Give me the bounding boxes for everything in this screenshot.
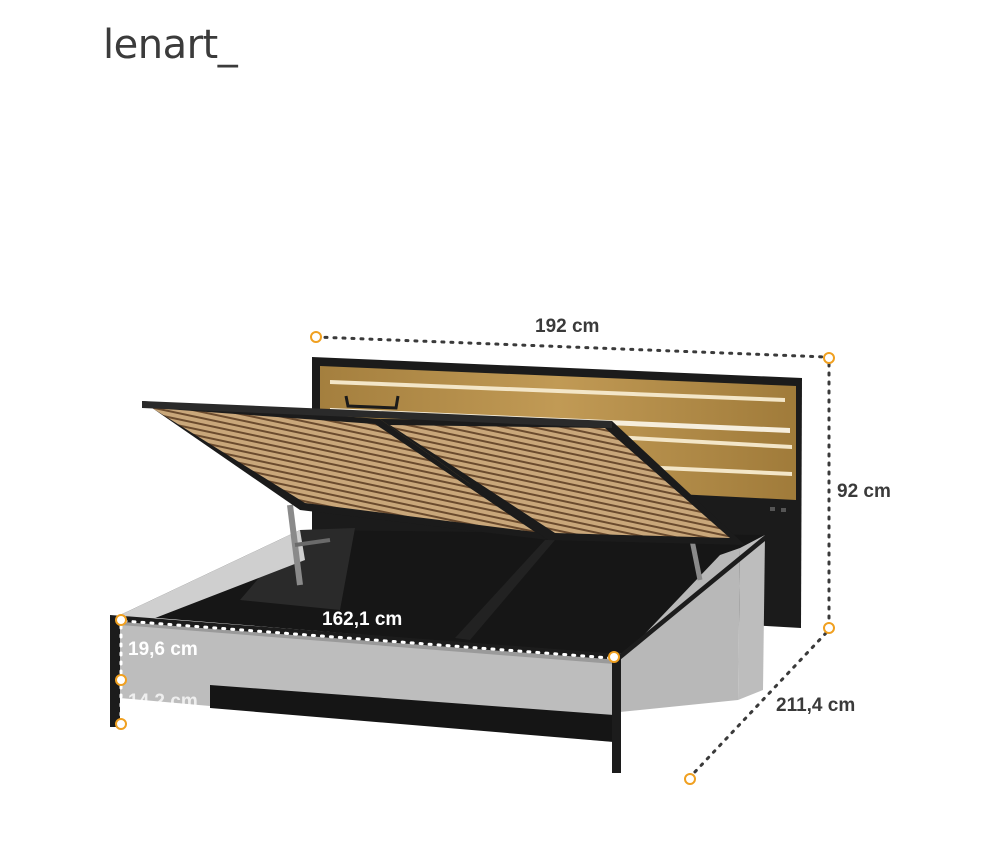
length-line	[690, 631, 828, 777]
clearance-label: 14,2 cm	[128, 691, 198, 712]
marker	[608, 651, 620, 663]
width-label: 192 cm	[535, 316, 600, 337]
inner-dimension-lines	[119, 619, 612, 720]
storage-box	[110, 528, 765, 773]
marker	[115, 614, 127, 626]
marker	[684, 773, 696, 785]
dimension-lines	[314, 335, 831, 777]
brand-suffix: _	[217, 22, 238, 68]
height-label: 92 cm	[837, 481, 891, 502]
marker	[823, 352, 835, 364]
marker	[115, 674, 127, 686]
inner-width-label: 162,1 cm	[322, 609, 403, 630]
length-label: 211,4 cm	[776, 695, 856, 716]
width-line	[314, 335, 828, 359]
frame-height-label: 19,6 cm	[128, 639, 198, 660]
marker	[115, 718, 127, 730]
inner-width-line	[122, 619, 612, 660]
brand-name: lenart	[103, 22, 218, 68]
brand-logo: lenart_	[103, 22, 238, 68]
marker	[823, 622, 835, 634]
marker	[310, 331, 322, 343]
lifted-platform	[142, 395, 745, 545]
measure-markers	[115, 331, 835, 785]
